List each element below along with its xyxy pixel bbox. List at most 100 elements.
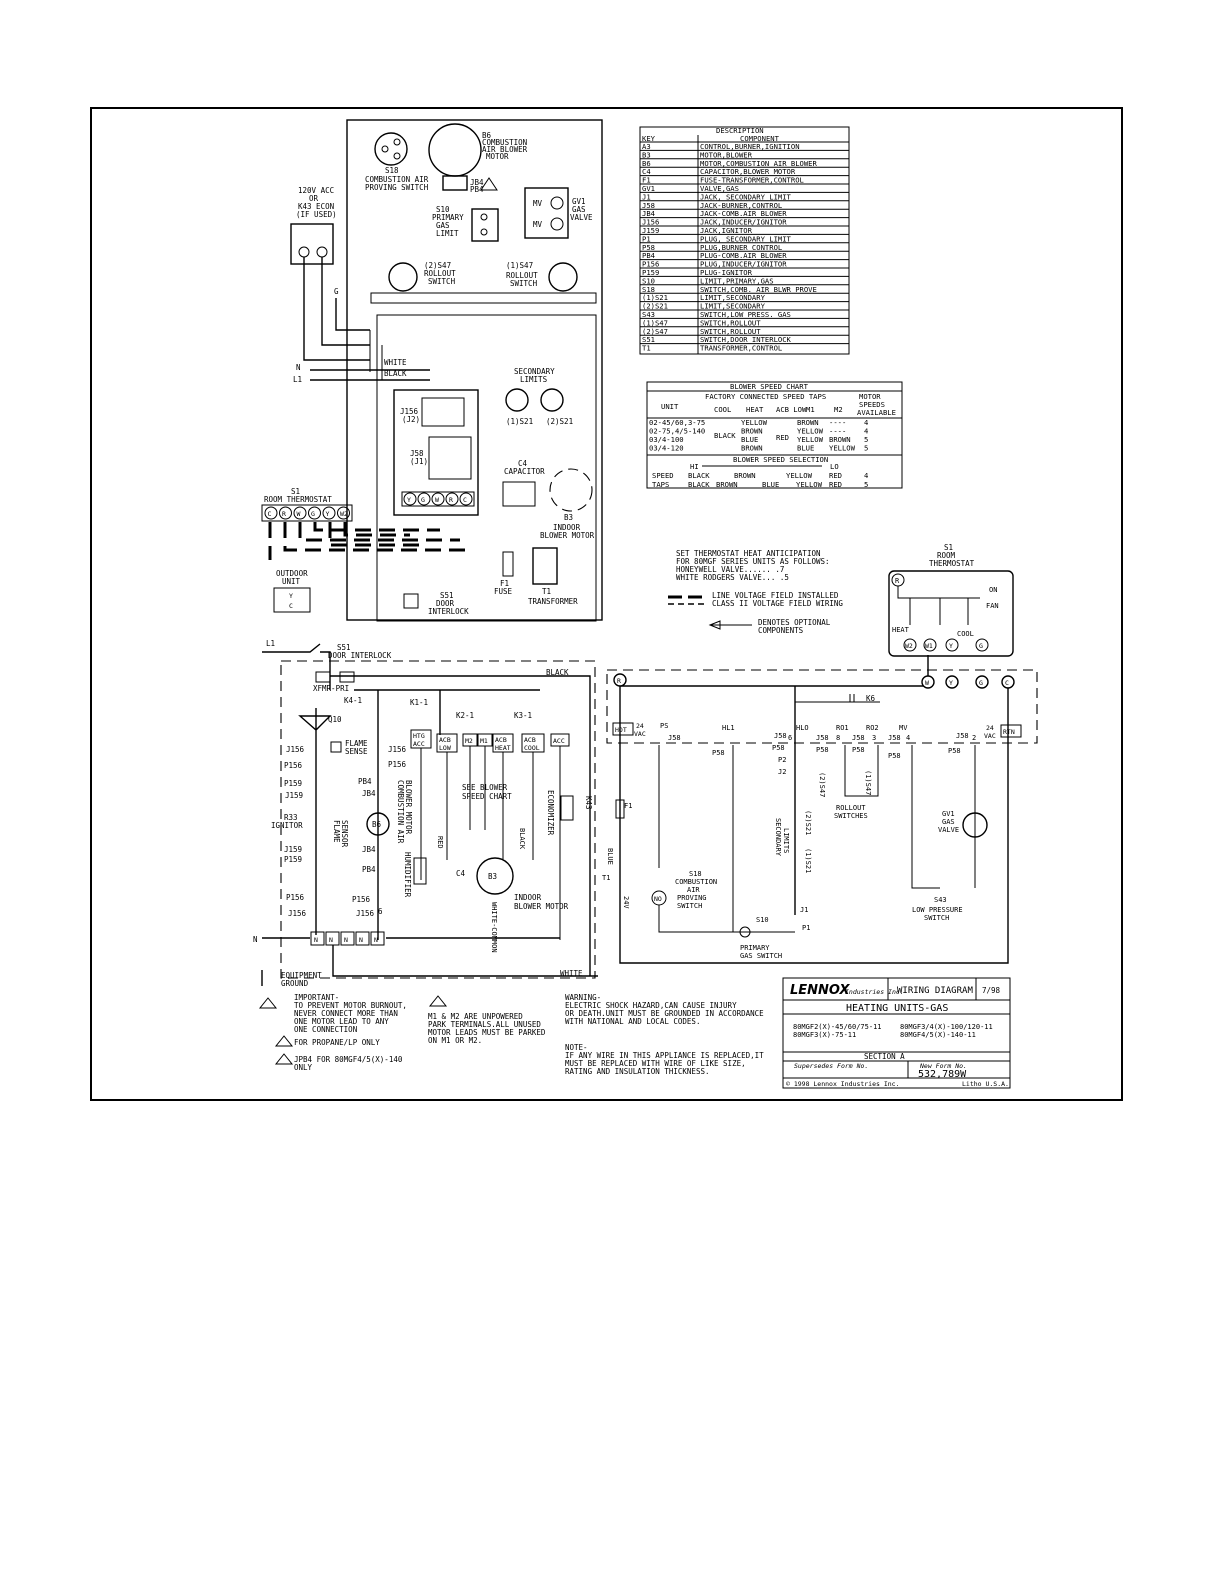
- diagram-frame: [90, 107, 1123, 1101]
- ll-see-1: SPEED CHART: [462, 792, 512, 801]
- desc-key: (1)S47: [642, 318, 668, 327]
- b6-label-0: B6: [482, 131, 492, 140]
- ll-m1: M1: [480, 737, 488, 745]
- b6-label-3: MOTOR: [486, 152, 509, 161]
- mv-label-2: MV: [533, 220, 543, 229]
- wiring-diagram-label: WIRING DIAGRAM: [897, 986, 973, 996]
- ll-flame-sense-0: FLAME: [345, 739, 368, 748]
- thermostat-terminal: [322, 506, 336, 520]
- desc-key: S43: [642, 310, 655, 319]
- fn2: FOR PROPANE/LP ONLY: [294, 1038, 380, 1047]
- supply-label-0: 120V ACC: [298, 186, 334, 195]
- secondary-limits-0: SECONDARY: [514, 367, 555, 376]
- bsc-heat-cell: YELLOW: [741, 418, 768, 427]
- desc-key: (1)S21: [642, 293, 668, 302]
- limit-2-icon: [540, 388, 564, 412]
- thermostat-terminal-label: G: [311, 510, 315, 518]
- s1-label-0: S1: [291, 487, 300, 496]
- desc-key: P58: [642, 243, 655, 252]
- white-label: WHITE: [384, 358, 407, 367]
- jb4-label: JB4: [470, 178, 484, 187]
- bsc-unit-cell: 03/4-120: [649, 444, 684, 453]
- s10-label-0: S10: [436, 205, 450, 214]
- lr-lp-0: LOW PRESSURE: [912, 906, 963, 914]
- s21-1-label: (1)S21: [506, 417, 533, 426]
- lr-pin4: 4: [906, 734, 910, 742]
- ll-j159: J159: [285, 791, 303, 800]
- lr-j58f: J58: [956, 732, 969, 740]
- desc-component: TRANSFORMER,CONTROL: [700, 344, 782, 353]
- ll-xfmr: XFMR-PRI: [313, 684, 349, 693]
- lr-s21-0: (2)S21: [804, 810, 812, 835]
- desc-key: J58: [642, 201, 655, 210]
- s10-label-1: PRIMARY: [432, 213, 464, 222]
- lr-s47-1: (1)S47: [864, 770, 872, 795]
- supersedes-label: Supersedes Form No.: [794, 1062, 868, 1070]
- bsc-sel-row5-cell: 5: [864, 480, 868, 489]
- s18-label-2: PROVING SWITCH: [365, 183, 429, 192]
- s47-2-label-0: (2)S47: [424, 261, 451, 270]
- line-voltage-label: LINE VOLTAGE FIELD INSTALLED: [712, 591, 839, 600]
- control-board: [393, 389, 479, 516]
- ll-acb-cool-0: ACB: [524, 736, 536, 744]
- ll-j159b: J159: [284, 845, 302, 854]
- desc-key: JB4: [642, 209, 655, 218]
- ll-htg-0: HTG: [413, 732, 425, 740]
- ll-comb-1: BLOWER MOTOR: [404, 780, 413, 835]
- s10-label-3: LIMIT: [436, 229, 459, 238]
- ll-six: 6: [378, 907, 383, 916]
- desc-key: GV1: [642, 184, 655, 193]
- gv1-label-0: GV1: [572, 197, 586, 206]
- bsc-m2-cell: YELLOW: [829, 444, 856, 453]
- bsc-m1-cell: BROWN: [797, 418, 819, 427]
- bsc-speed-taps-0: SPEED: [652, 471, 674, 480]
- ll-black-wire: BLACK: [518, 828, 526, 850]
- lr-p58: P58: [712, 749, 725, 757]
- note-0: NOTE-: [565, 1043, 588, 1052]
- lr-j1: J1: [800, 906, 808, 914]
- ll-b3-motor-icon: [476, 857, 514, 895]
- ll-k3: K3-1: [514, 711, 532, 720]
- lr-24-1: VAC: [634, 730, 646, 738]
- lr-j58e: J58: [888, 734, 901, 742]
- desc-component: LIMIT,SECONDARY: [700, 293, 766, 302]
- ts-term-w2: W2: [905, 642, 913, 650]
- lr-pin6: 6: [788, 734, 792, 742]
- j58-terminal: [417, 492, 431, 506]
- bsc-sel-row5-cell: BLUE: [762, 480, 779, 489]
- s51-label-0: S51: [440, 591, 454, 600]
- bsc-m2-cell: ----: [829, 418, 846, 427]
- thermostat-terminal-strip: [261, 504, 353, 522]
- supply-label-1: OR: [309, 194, 319, 203]
- desc-key: J156: [642, 218, 659, 227]
- fn4-3: ON M1 OR M2.: [428, 1036, 482, 1045]
- s47-1-label-0: (1)S47: [506, 261, 533, 270]
- ll-q10: Q10: [328, 715, 342, 724]
- desc-component: JACK,INDUCER/IGNITOR: [700, 218, 787, 227]
- s51-label-2: INTERLOCK: [428, 607, 469, 616]
- neutral-terminal-label: N: [329, 936, 333, 944]
- lr-rtn: RTN: [1003, 728, 1015, 736]
- bsc-sel-row4-cell: BROWN: [734, 471, 756, 480]
- thermostat-terminal-label: Y: [326, 510, 330, 518]
- fuse-icon: [502, 551, 514, 577]
- ll-jb4-2: JB4: [362, 845, 376, 854]
- desc-key: P156: [642, 260, 659, 269]
- warn-3: WITH NATIONAL AND LOCAL CODES.: [565, 1017, 700, 1026]
- fn1-1: TO PREVENT MOTOR BURNOUT,: [294, 1001, 407, 1010]
- pb4-label: PB4: [470, 185, 484, 194]
- desc-key: P1: [642, 234, 651, 243]
- s51-label-1: DOOR: [436, 599, 455, 608]
- j58-terminal: [445, 492, 459, 506]
- lr-p58f: P58: [948, 747, 961, 755]
- j58-terminal-strip: [401, 491, 475, 507]
- warn-2: OR DEATH.UNIT MUST BE GROUNDED IN ACCORD…: [565, 1009, 764, 1018]
- lr-hot: HOT: [615, 726, 627, 734]
- ll-k4: K4-1: [344, 696, 362, 705]
- ll-acb-low-1: LOW: [439, 744, 451, 752]
- bsc-unit-cell: 02-45/60,3-75: [649, 418, 705, 427]
- lr-term-c: C: [1005, 679, 1009, 687]
- desc-key: B6: [642, 159, 651, 168]
